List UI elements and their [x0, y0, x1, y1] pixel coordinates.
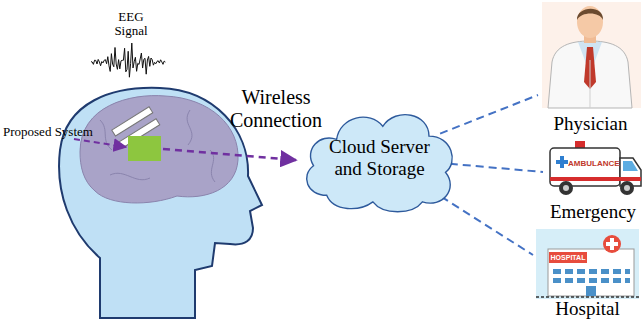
annotation-label: EEG Signal [106, 10, 156, 39]
picture-caption: Hospital [555, 299, 619, 319]
sign-text: AMBULANCE [568, 160, 620, 168]
ambulance-picture [550, 141, 641, 195]
dashed-connector [440, 95, 538, 134]
system-chip [128, 136, 161, 161]
picture-caption: Emergency [550, 202, 636, 222]
dashed-connector [450, 164, 543, 172]
annotation-label: Proposed System [3, 125, 93, 138]
leader-arrow [74, 139, 126, 147]
picture-node: Emergency [545, 134, 641, 222]
picture-caption: Physician [554, 114, 628, 134]
eeg-waveform [91, 43, 165, 77]
cloud-text: Cloud Server and Storage [321, 136, 439, 180]
wireless-arrow [163, 149, 296, 160]
picture-node: Physician [540, 0, 641, 134]
annotation-label: Wireless Connection [220, 86, 332, 132]
brain [80, 96, 238, 203]
picture-node: Hospital [535, 224, 640, 319]
physician-picture [542, 2, 641, 108]
sign-text: HOSPITAL [549, 254, 587, 261]
hospital-picture [536, 229, 639, 299]
dashed-connector [430, 190, 533, 255]
